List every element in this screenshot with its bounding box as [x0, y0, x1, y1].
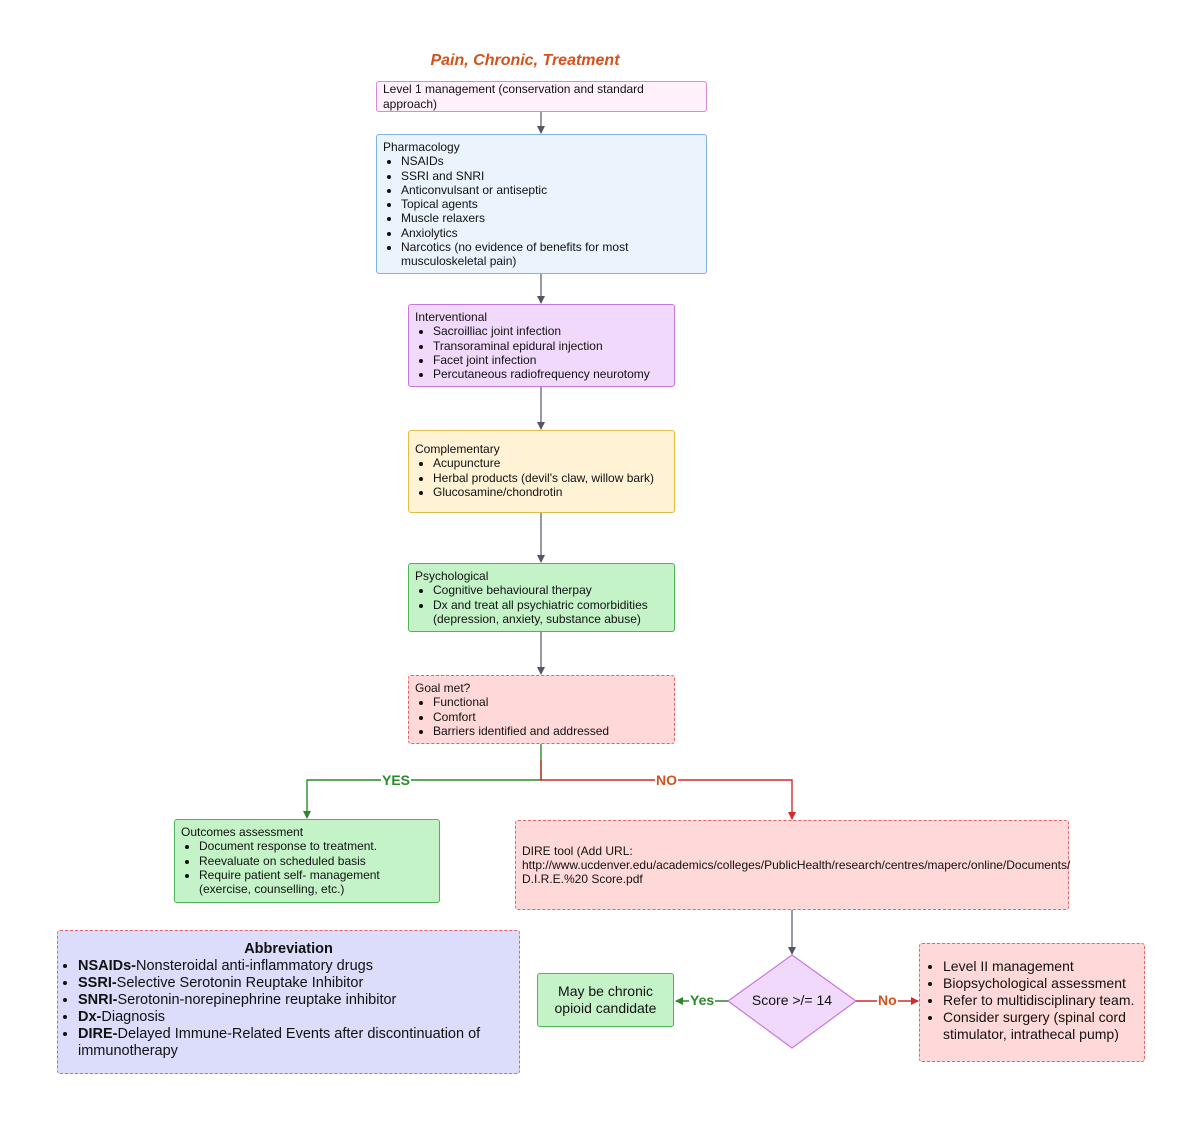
yes-label-upper: YES: [381, 772, 412, 788]
list-item: NSAIDs: [401, 154, 700, 168]
list-item: Document response to treatment.: [199, 839, 433, 853]
outcomes-heading: Outcomes assessment: [181, 825, 304, 839]
list-item: Biopsychological assessment: [943, 975, 1138, 992]
outcomes-assessment-node: Outcomes assessment Document response to…: [174, 819, 440, 903]
pharmacology-node: Pharmacology NSAIDs SSRI and SNRI Antico…: [376, 134, 707, 274]
interventional-heading: Interventional: [415, 310, 488, 324]
level1-management-node: Level 1 management (conservation and sta…: [376, 81, 707, 112]
pharmacology-heading: Pharmacology: [383, 140, 460, 154]
list-item: Cognitive behavioural therpay: [433, 583, 668, 597]
list-item: Herbal products (devil's claw, willow ba…: [433, 471, 668, 485]
abbreviation-definition: Delayed Immune-Related Events after disc…: [78, 1026, 481, 1059]
list-item: Functional: [433, 695, 668, 709]
abbreviation-item: NSAIDs-Nonsteroidal anti-inflammatory dr…: [78, 958, 509, 975]
dire-line-3: D.I.R.E.%20 Score.pdf: [522, 872, 643, 887]
list-item: Dx and treat all psychiatric comorbiditi…: [433, 598, 668, 627]
dire-line-1: DIRE tool (Add URL:: [522, 843, 633, 858]
abbreviation-item: SSRI-Selective Serotonin Reuptake Inhibi…: [78, 975, 509, 992]
no-label-lower: No: [877, 992, 898, 1008]
psychological-node: Psychological Cognitive behavioural ther…: [408, 563, 675, 632]
list-item: SSRI and SNRI: [401, 169, 700, 183]
abbreviation-item: DIRE-Delayed Immune-Related Events after…: [78, 1026, 509, 1060]
goal-heading: Goal met?: [415, 681, 471, 695]
list-item: Facet joint infection: [433, 353, 668, 367]
list-item: Reevaluate on scheduled basis: [199, 854, 433, 868]
abbreviation-term: DIRE-: [78, 1026, 118, 1042]
abbreviation-term: Dx-: [78, 1009, 102, 1025]
arrow-goal-yes: [303, 744, 542, 819]
complementary-heading: Complementary: [415, 442, 500, 456]
opioid-label: May be chronic opioid candidate: [554, 983, 657, 1016]
score-label: Score >/= 14: [751, 992, 833, 1008]
list-item: Narcotics (no evidence of benefits for m…: [401, 240, 700, 269]
abbreviation-item: SNRI-Serotonin-norepinephrine reuptake i…: [78, 992, 509, 1009]
list-item: Refer to multidisciplinary team.: [943, 992, 1138, 1009]
list-item: Glucosamine/chondrotin: [433, 485, 668, 499]
dire-tool-node: DIRE tool (Add URL: http://www.ucdenver.…: [515, 820, 1071, 910]
diagram-title: Pain, Chronic, Treatment: [430, 52, 620, 69]
abbreviation-legend: Abbreviation NSAIDs-Nonsteroidal anti-in…: [57, 930, 520, 1074]
level2-management-node: Level II management Biopsychological ass…: [919, 943, 1145, 1062]
interventional-node: Interventional Sacroilliac joint infecti…: [408, 304, 675, 387]
opioid-candidate-node: May be chronic opioid candidate: [537, 973, 674, 1027]
list-item: Sacroilliac joint infection: [433, 324, 668, 338]
goal-met-node: Goal met? Functional Comfort Barriers id…: [408, 675, 675, 744]
list-item: Transoraminal epidural injection: [433, 339, 668, 353]
yes-label-lower: Yes: [689, 992, 716, 1008]
abbreviation-term: SNRI-: [78, 992, 118, 1008]
list-item: Comfort: [433, 710, 668, 724]
list-item: Require patient self- management (exerci…: [199, 868, 433, 897]
list-item: Consider surgery (spinal cord stimulator…: [943, 1009, 1138, 1043]
abbreviation-heading: Abbreviation: [244, 941, 333, 957]
score-diamond: [726, 954, 858, 1049]
abbreviation-definition: Nonsteroidal anti-inflammatory drugs: [136, 958, 373, 974]
psychological-heading: Psychological: [415, 569, 489, 583]
list-item: Topical agents: [401, 197, 700, 211]
abbreviation-term: NSAIDs-: [78, 958, 137, 974]
dire-url[interactable]: http://www.ucdenver.edu/academics/colleg…: [522, 857, 1071, 872]
list-item: Percutaneous radiofrequency neurotomy: [433, 367, 668, 381]
abbreviation-definition: Diagnosis: [101, 1009, 166, 1025]
level1-label: Level 1 management (conservation and sta…: [383, 82, 644, 111]
complementary-node: Complementary Acupuncture Herbal product…: [408, 430, 675, 513]
no-label-upper: NO: [655, 772, 678, 788]
abbreviation-definition: Selective Serotonin Reuptake Inhibitor: [116, 975, 364, 991]
list-item: Muscle relaxers: [401, 211, 700, 225]
arrow-goal-no: [540, 760, 796, 820]
abbreviation-term: SSRI-: [78, 975, 117, 991]
list-item: Anticonvulsant or antiseptic: [401, 183, 700, 197]
abbreviation-definition: Serotonin-norepinephrine reuptake inhibi…: [117, 992, 397, 1008]
list-item: Anxiolytics: [401, 226, 700, 240]
abbreviation-item: Dx-Diagnosis: [78, 1009, 509, 1026]
list-item: Barriers identified and addressed: [433, 724, 668, 738]
list-item: Level II management: [943, 958, 1138, 975]
list-item: Acupuncture: [433, 456, 668, 470]
